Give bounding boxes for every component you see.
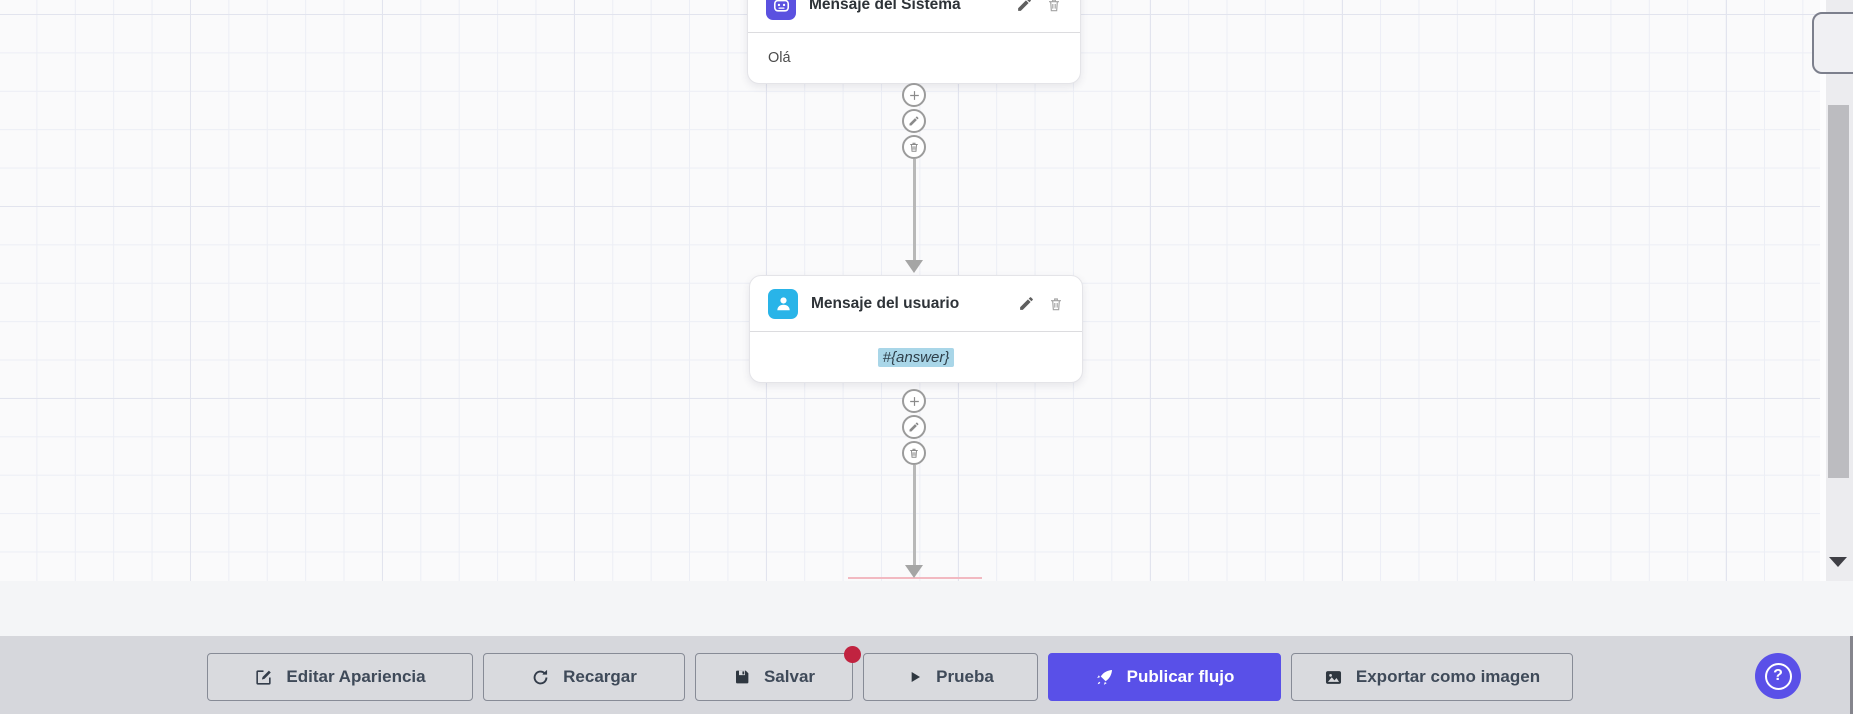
plus-icon	[908, 89, 921, 102]
edit-appearance-button[interactable]: Editar Apariencia	[207, 653, 473, 701]
connector-line	[913, 465, 916, 565]
node-content: Olá	[768, 50, 791, 66]
play-icon	[907, 669, 923, 685]
node-card-user-message[interactable]: Mensaje del usuario #{answer}	[749, 275, 1083, 383]
connector-arrow-icon	[905, 260, 923, 273]
rocket-icon	[1095, 668, 1114, 687]
help-button[interactable]: ?	[1755, 653, 1801, 699]
edit-node-button[interactable]	[1016, 0, 1033, 13]
node-header: Mensaje del Sistema	[748, 0, 1080, 33]
delete-node-button[interactable]	[1046, 0, 1062, 13]
toolbar-right-edge	[1850, 636, 1853, 714]
canvas-right-gap	[1820, 0, 1826, 581]
save-button[interactable]: Salvar	[695, 653, 853, 701]
trash-icon	[908, 141, 920, 153]
scrollbar-thumb[interactable]	[1828, 105, 1849, 478]
connector-edit-button[interactable]	[902, 415, 926, 439]
pencil-icon	[1016, 0, 1033, 13]
reload-button[interactable]: Recargar	[483, 653, 685, 701]
node-title: Mensaje del usuario	[811, 294, 960, 312]
pencil-icon	[908, 421, 920, 433]
corner-panel[interactable]	[1812, 12, 1853, 74]
refresh-icon	[531, 668, 550, 687]
canvas-footer-band	[0, 581, 1853, 636]
edit-appearance-icon	[254, 668, 273, 687]
connector-add-button[interactable]	[902, 83, 926, 107]
robot-icon	[766, 0, 796, 20]
unsaved-changes-badge	[844, 646, 861, 663]
trash-icon	[1048, 296, 1064, 312]
publish-flow-button[interactable]: Publicar flujo	[1048, 653, 1281, 701]
user-icon	[768, 288, 798, 319]
partial-node-top-edge	[848, 577, 982, 579]
plus-icon	[908, 395, 921, 408]
pencil-icon	[908, 115, 920, 127]
trash-icon	[908, 447, 920, 459]
answer-variable-chip[interactable]: #{answer}	[877, 347, 955, 367]
connector-delete-button[interactable]	[902, 135, 926, 159]
node-header: Mensaje del usuario	[750, 276, 1082, 332]
question-icon: ?	[1764, 662, 1792, 690]
node-card-system-message[interactable]: Mensaje del Sistema Olá	[747, 0, 1081, 84]
node-title: Mensaje del Sistema	[809, 0, 961, 13]
connector-arrow-icon	[905, 565, 923, 578]
edit-node-button[interactable]	[1018, 295, 1035, 312]
connector-add-button[interactable]	[902, 389, 926, 413]
connector-line	[913, 159, 916, 261]
test-button[interactable]: Prueba	[863, 653, 1038, 701]
scrollbar-down-arrow[interactable]	[1829, 557, 1847, 567]
connector-delete-button[interactable]	[902, 441, 926, 465]
trash-icon	[1046, 0, 1062, 13]
image-icon	[1324, 668, 1343, 687]
delete-node-button[interactable]	[1048, 296, 1064, 312]
save-icon	[733, 668, 751, 686]
export-image-button[interactable]: Exportar como imagen	[1291, 653, 1573, 701]
pencil-icon	[1018, 295, 1035, 312]
connector-edit-button[interactable]	[902, 109, 926, 133]
